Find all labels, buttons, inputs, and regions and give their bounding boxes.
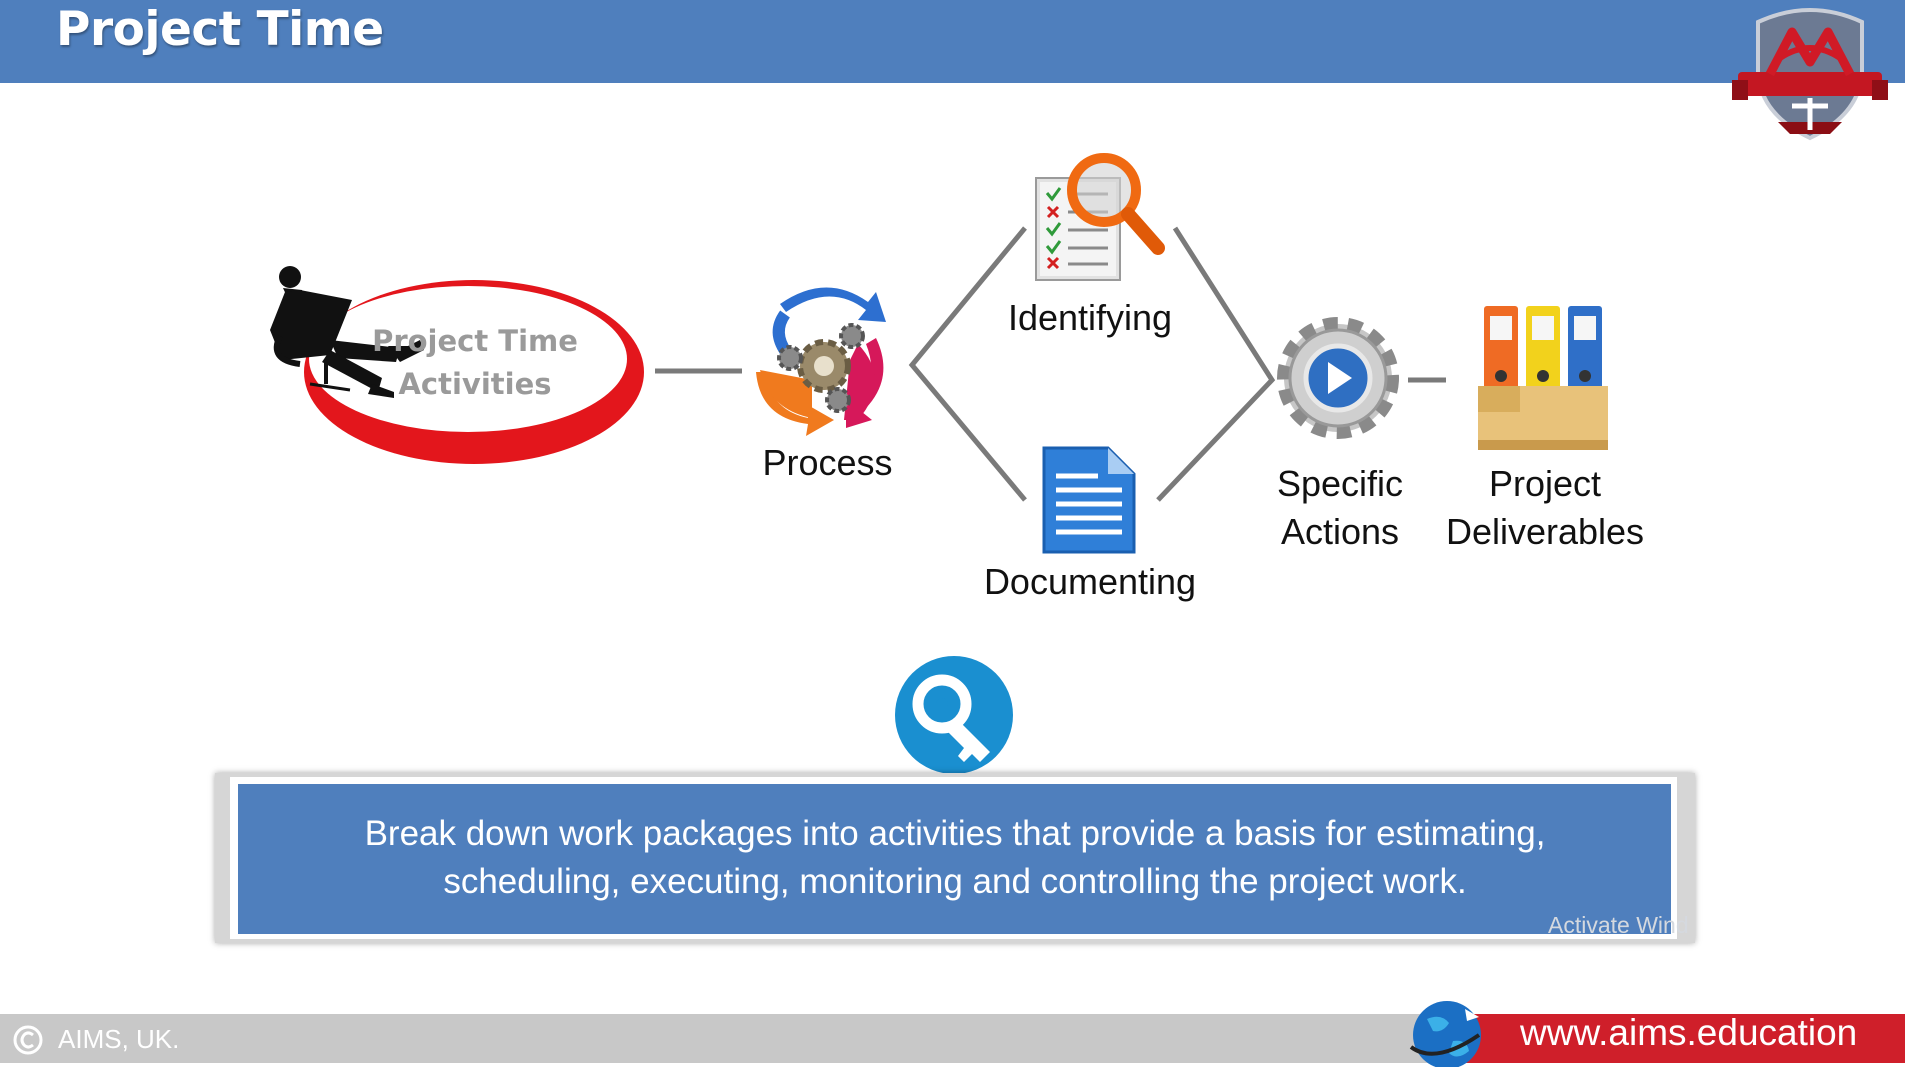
- binders-icon: [1478, 306, 1608, 450]
- globe-icon: [1409, 1001, 1481, 1067]
- copyright-icon: [13, 1025, 43, 1055]
- specific-actions-label: Specific Actions: [1276, 463, 1404, 552]
- activation-watermark: Activate Wind: [1548, 912, 1689, 938]
- project-time-activities-label: Project Time Activities: [372, 324, 578, 401]
- businessman-chair-icon: [270, 266, 424, 398]
- copyright-text: AIMS, UK.: [58, 1024, 180, 1054]
- key-icon: [895, 656, 1013, 774]
- footer-url-band: [1465, 1014, 1905, 1063]
- logo-shield-icon: [1732, 8, 1888, 141]
- website-link[interactable]: www.aims.education: [1520, 1012, 1858, 1053]
- process-label: Process: [762, 442, 893, 483]
- checklist-magnifier-icon: [1035, 153, 1165, 281]
- identifying-label: Identifying: [1007, 297, 1173, 338]
- gear-play-icon: [1277, 317, 1399, 439]
- project-deliverables-label: Project Deliverables: [1445, 463, 1645, 552]
- definition-text: Break down work packages into activities…: [364, 814, 1546, 901]
- page-title: Project Time: [56, 2, 384, 57]
- header-bar: Project Time: [0, 0, 1905, 83]
- documenting-label: Documenting: [983, 561, 1197, 602]
- process-cycle-icon: [756, 287, 886, 436]
- connector-lines: [655, 226, 1446, 502]
- definition-box: [238, 784, 1671, 934]
- document-icon: [1042, 446, 1136, 554]
